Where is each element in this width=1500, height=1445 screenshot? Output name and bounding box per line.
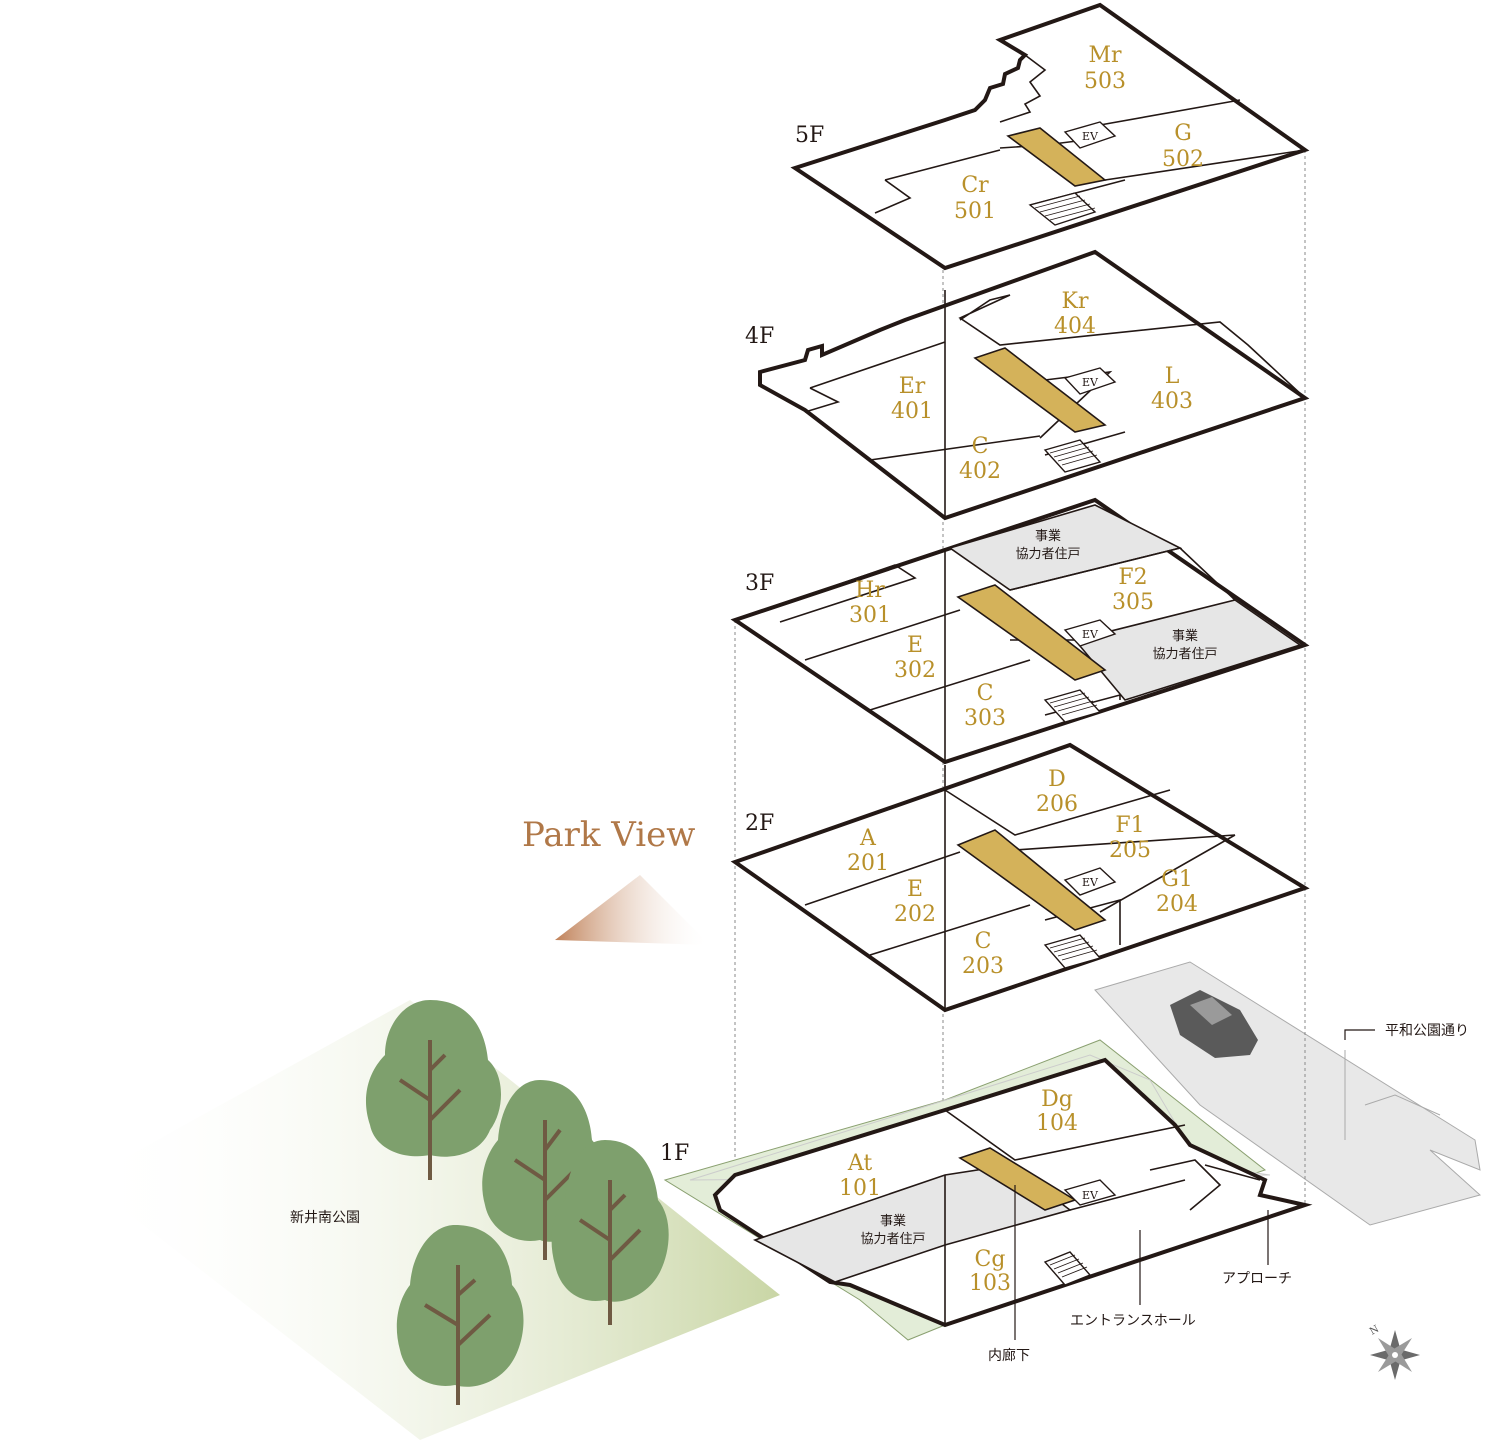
callout-entrance: エントランスホール	[1070, 1313, 1196, 1329]
unit-code: E	[907, 877, 923, 902]
unit-number: 305	[1112, 590, 1154, 615]
floor-label-2f: 2F	[745, 811, 774, 836]
unit-number: 302	[894, 658, 936, 683]
unit-code: C	[972, 434, 989, 459]
park-area	[85, 1000, 780, 1440]
unit-code: At	[847, 1151, 873, 1176]
unit-number: 205	[1109, 838, 1151, 863]
unit-number: 202	[894, 902, 936, 927]
unit-code: Hr	[855, 578, 885, 603]
ev-label-1f: EV	[1082, 1189, 1099, 1202]
unit-number: 303	[964, 706, 1006, 731]
unit-number: 501	[954, 199, 996, 224]
callout-corridor: 内廊下	[988, 1347, 1030, 1364]
partner-unit-label: 事業	[880, 1213, 906, 1229]
ev-label-5f: EV	[1082, 130, 1099, 143]
floor-label-1f: 1F	[660, 1141, 689, 1166]
unit-number: 104	[1036, 1111, 1078, 1136]
unit-code: E	[907, 633, 923, 658]
floor-4f: EV 4F Kr 404 Er 401 L 403 C 402	[745, 249, 1310, 521]
unit-code: C	[975, 929, 992, 954]
compass-icon: N	[1368, 1324, 1420, 1380]
floor-5f: EV 5F Mr 503 G 502 Cr 501	[790, 2, 1310, 271]
ev-label-4f: EV	[1082, 376, 1099, 389]
trees	[365, 1000, 669, 1405]
floor-label-3f: 3F	[745, 571, 774, 596]
floor-label-4f: 4F	[745, 324, 774, 349]
unit-code: G	[1174, 121, 1192, 146]
callouts: 内廊下 エントランスホール アプローチ	[988, 1185, 1292, 1364]
ev-label-2f: EV	[1082, 876, 1099, 889]
unit-number: 206	[1036, 792, 1078, 817]
unit-number: 301	[849, 603, 891, 628]
park-view-label: Park View	[522, 815, 695, 855]
partner-unit-label: 協力者住戸	[1015, 547, 1080, 562]
park-view-arrow	[555, 875, 710, 945]
unit-code: C	[977, 681, 994, 706]
compass-north-label: N	[1368, 1324, 1381, 1338]
tree-icon	[551, 1140, 669, 1325]
unit-code: G1	[1161, 867, 1193, 892]
unit-code: F1	[1115, 813, 1144, 838]
partner-unit-label: 協力者住戸	[860, 1232, 925, 1247]
floor-1f: EV 1F Dg 104 At 101 Cg 103 事業 協力者住戸	[660, 1039, 1313, 1341]
unit-number: 101	[839, 1176, 881, 1201]
unit-code: D	[1048, 767, 1066, 792]
unit-number: 404	[1054, 314, 1096, 339]
tree-icon	[396, 1225, 524, 1405]
unit-number: 502	[1162, 147, 1204, 172]
callout-approach: アプローチ	[1222, 1271, 1292, 1287]
unit-number: 403	[1151, 389, 1193, 414]
unit-number: 402	[959, 459, 1001, 484]
partner-unit-label: 協力者住戸	[1152, 647, 1217, 662]
unit-code: Kr	[1062, 289, 1089, 314]
unit-number: 201	[847, 851, 889, 876]
unit-number: 401	[891, 399, 933, 424]
unit-number: 503	[1084, 69, 1126, 94]
unit-code: A	[859, 826, 877, 851]
unit-code: Cr	[961, 173, 989, 198]
ev-label-3f: EV	[1082, 628, 1099, 641]
unit-number: 103	[969, 1271, 1011, 1296]
unit-code: F2	[1118, 565, 1147, 590]
floor-label-5f: 5F	[795, 123, 824, 148]
partner-unit-label: 事業	[1172, 628, 1198, 644]
unit-number: 204	[1156, 892, 1198, 917]
floor-2f: EV 2F D 206 A 201 F1 205 E 202 G1 204 C …	[730, 742, 1310, 1013]
car-icon	[1170, 990, 1258, 1058]
floor-3f: EV 3F 事業 協力者住戸 事業 協力者住戸 Hr 301 F2 305 E …	[730, 497, 1310, 765]
partner-unit-label: 事業	[1035, 528, 1061, 544]
unit-code: Cg	[975, 1247, 1006, 1272]
unit-number: 203	[962, 954, 1004, 979]
unit-code: L	[1165, 364, 1180, 389]
tree-icon	[365, 1000, 502, 1180]
unit-code: Mr	[1088, 43, 1122, 68]
unit-code: Er	[899, 374, 926, 399]
street-label: 平和公園通り	[1385, 1023, 1469, 1039]
unit-code: Dg	[1041, 1087, 1073, 1112]
park-name-label: 新井南公園	[290, 1210, 360, 1226]
